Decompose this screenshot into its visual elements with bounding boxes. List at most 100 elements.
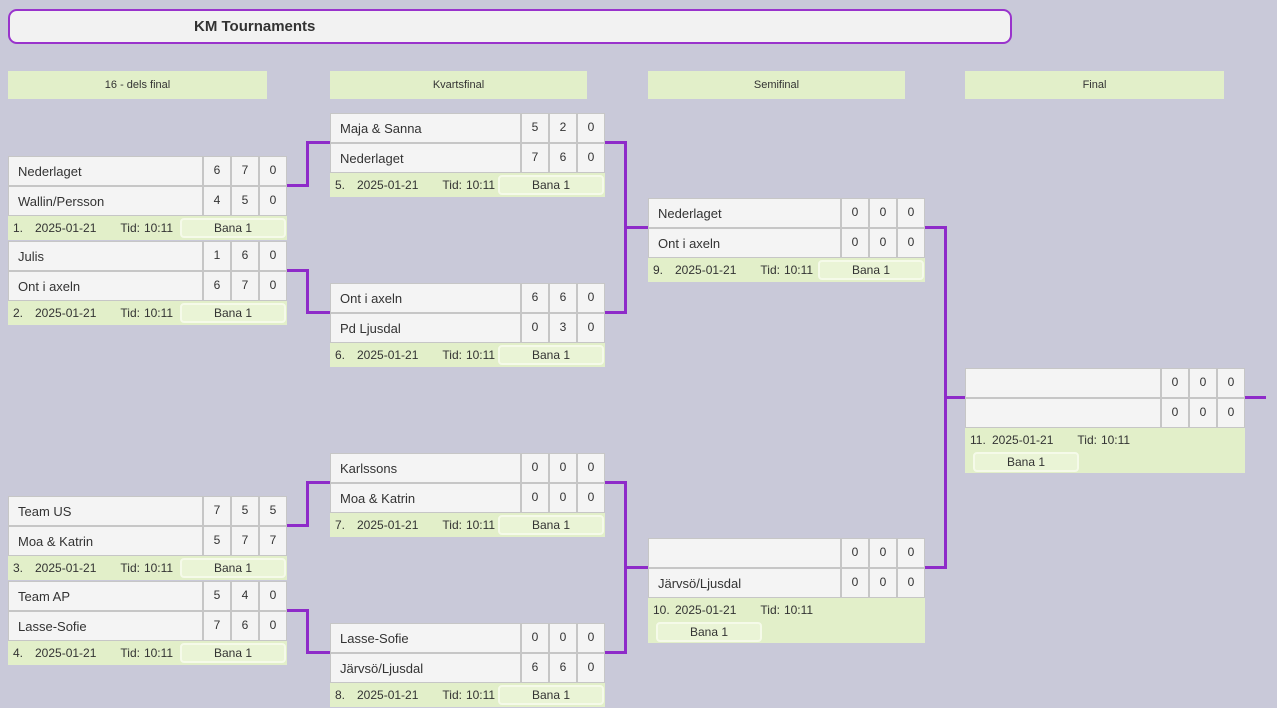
score-cell[interactable]: 0 [1189, 398, 1217, 428]
score-cell[interactable]: 5 [231, 496, 259, 526]
score-cell[interactable]: 7 [231, 156, 259, 186]
score-cell[interactable]: 0 [549, 483, 577, 513]
score-cell[interactable]: 0 [577, 653, 605, 683]
score-cell[interactable]: 6 [231, 241, 259, 271]
court-button[interactable]: Bana 1 [656, 622, 762, 642]
team-name-cell[interactable]: Nederlaget [330, 143, 521, 173]
court-button[interactable]: Bana 1 [498, 345, 604, 365]
team-name-cell[interactable]: Team AP [8, 581, 203, 611]
team-name-cell[interactable]: Maja & Sanna [330, 113, 521, 143]
team-name-cell[interactable]: Nederlaget [648, 198, 841, 228]
team-name-cell[interactable]: Wallin/Persson [8, 186, 203, 216]
score-cell[interactable]: 0 [549, 453, 577, 483]
team-name-cell[interactable]: Lasse-Sofie [330, 623, 521, 653]
score-cell[interactable]: 0 [259, 241, 287, 271]
score-cell[interactable]: 6 [203, 156, 231, 186]
score-cell[interactable]: 0 [577, 313, 605, 343]
team-name-cell[interactable]: Ont i axeln [330, 283, 521, 313]
score-cell[interactable]: 5 [203, 581, 231, 611]
team-name-cell[interactable]: Ont i axeln [8, 271, 203, 301]
team-name-cell[interactable] [648, 538, 841, 568]
score-cell[interactable]: 7 [203, 496, 231, 526]
score-cell[interactable]: 6 [549, 653, 577, 683]
score-cell[interactable]: 0 [521, 313, 549, 343]
score-cell[interactable]: 0 [841, 228, 869, 258]
score-cell[interactable]: 0 [259, 186, 287, 216]
team-name-cell[interactable]: Moa & Katrin [8, 526, 203, 556]
score-cell[interactable]: 0 [577, 283, 605, 313]
score-cell[interactable]: 2 [549, 113, 577, 143]
score-cell[interactable]: 7 [231, 526, 259, 556]
score-cell[interactable]: 0 [577, 483, 605, 513]
team-name-cell[interactable]: Julis [8, 241, 203, 271]
court-button[interactable]: Bana 1 [498, 515, 604, 535]
court-button[interactable]: Bana 1 [818, 260, 924, 280]
score-cell[interactable]: 0 [1161, 398, 1189, 428]
team-name-cell[interactable] [965, 398, 1161, 428]
score-cell[interactable]: 0 [841, 538, 869, 568]
team-name-cell[interactable]: Järvsö/Ljusdal [648, 568, 841, 598]
score-cell[interactable]: 0 [869, 538, 897, 568]
team-name-cell[interactable] [965, 368, 1161, 398]
score-cell[interactable]: 0 [869, 568, 897, 598]
score-cell[interactable]: 6 [549, 283, 577, 313]
score-cell[interactable]: 3 [549, 313, 577, 343]
score-cell[interactable]: 7 [521, 143, 549, 173]
team-name-cell[interactable]: Järvsö/Ljusdal [330, 653, 521, 683]
score-cell[interactable]: 0 [897, 538, 925, 568]
score-cell[interactable]: 4 [231, 581, 259, 611]
court-button[interactable]: Bana 1 [180, 643, 286, 663]
score-cell[interactable]: 6 [203, 271, 231, 301]
team-name-cell[interactable]: Team US [8, 496, 203, 526]
score-cell[interactable]: 0 [577, 113, 605, 143]
score-cell[interactable]: 0 [1217, 398, 1245, 428]
court-button[interactable]: Bana 1 [180, 218, 286, 238]
court-button[interactable]: Bana 1 [180, 303, 286, 323]
score-cell[interactable]: 5 [259, 496, 287, 526]
score-cell[interactable]: 0 [1161, 368, 1189, 398]
team-name-cell[interactable]: Moa & Katrin [330, 483, 521, 513]
score-cell[interactable]: 0 [869, 228, 897, 258]
score-cell[interactable]: 4 [203, 186, 231, 216]
score-cell[interactable]: 0 [1217, 368, 1245, 398]
score-cell[interactable]: 0 [577, 623, 605, 653]
score-cell[interactable]: 0 [897, 568, 925, 598]
score-cell[interactable]: 0 [577, 453, 605, 483]
score-cell[interactable]: 5 [231, 186, 259, 216]
score-cell[interactable]: 1 [203, 241, 231, 271]
team-name-cell[interactable]: Karlssons [330, 453, 521, 483]
score-cell[interactable]: 7 [259, 526, 287, 556]
team-name-cell[interactable]: Lasse-Sofie [8, 611, 203, 641]
score-cell[interactable]: 0 [259, 611, 287, 641]
score-cell[interactable]: 0 [841, 568, 869, 598]
score-cell[interactable]: 0 [259, 581, 287, 611]
score-cell[interactable]: 7 [231, 271, 259, 301]
team-row: Pd Ljusdal 0 3 0 [330, 313, 605, 343]
score-cell[interactable]: 0 [521, 623, 549, 653]
score-cell[interactable]: 6 [521, 283, 549, 313]
court-button[interactable]: Bana 1 [180, 558, 286, 578]
court-button[interactable]: Bana 1 [973, 452, 1079, 472]
court-button[interactable]: Bana 1 [498, 175, 604, 195]
score-cell[interactable]: 0 [869, 198, 897, 228]
team-name-cell[interactable]: Ont i axeln [648, 228, 841, 258]
score-cell[interactable]: 0 [521, 483, 549, 513]
score-cell[interactable]: 0 [1189, 368, 1217, 398]
score-cell[interactable]: 6 [549, 143, 577, 173]
score-cell[interactable]: 0 [549, 623, 577, 653]
score-cell[interactable]: 0 [897, 228, 925, 258]
team-name-cell[interactable]: Pd Ljusdal [330, 313, 521, 343]
score-cell[interactable]: 7 [203, 611, 231, 641]
team-name-cell[interactable]: Nederlaget [8, 156, 203, 186]
score-cell[interactable]: 0 [259, 156, 287, 186]
score-cell[interactable]: 0 [521, 453, 549, 483]
score-cell[interactable]: 6 [231, 611, 259, 641]
court-button[interactable]: Bana 1 [498, 685, 604, 705]
score-cell[interactable]: 0 [577, 143, 605, 173]
score-cell[interactable]: 5 [203, 526, 231, 556]
score-cell[interactable]: 0 [841, 198, 869, 228]
score-cell[interactable]: 6 [521, 653, 549, 683]
score-cell[interactable]: 5 [521, 113, 549, 143]
score-cell[interactable]: 0 [259, 271, 287, 301]
score-cell[interactable]: 0 [897, 198, 925, 228]
